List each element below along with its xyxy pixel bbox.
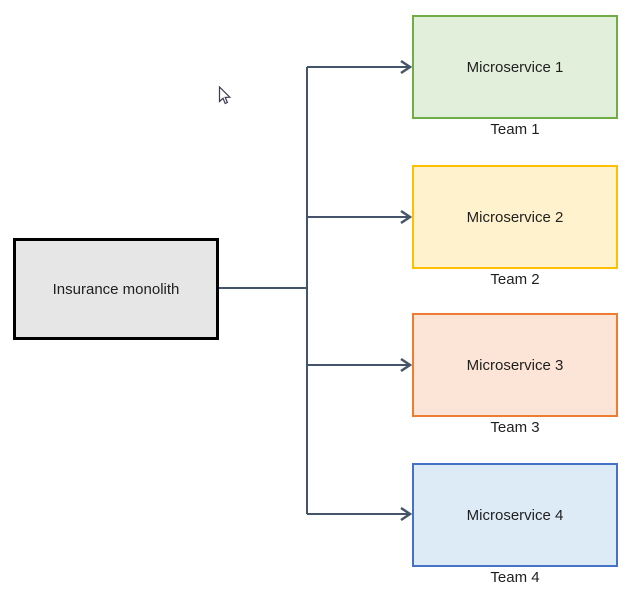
- microservice-3-label: Microservice 3: [466, 356, 564, 374]
- microservice-1-label: Microservice 1: [466, 58, 564, 76]
- microservice-3-node[interactable]: Microservice 3: [412, 313, 618, 417]
- arrowhead-icon: [400, 357, 413, 373]
- arrowhead-icon: [400, 506, 413, 522]
- team-2-label: Team 2: [490, 271, 540, 288]
- arrowhead-icon: [400, 59, 413, 75]
- connector-group: [219, 59, 413, 522]
- microservice-4-label: Microservice 4: [466, 506, 564, 524]
- microservice-2-node[interactable]: Microservice 2: [412, 165, 618, 269]
- team-1-label: Team 1: [490, 121, 540, 138]
- team-4-label: Team 4: [490, 569, 540, 586]
- monolith-label: Insurance monolith: [52, 280, 180, 298]
- arrowhead-icon: [400, 209, 413, 225]
- microservice-4-node[interactable]: Microservice 4: [412, 463, 618, 567]
- microservice-1-node[interactable]: Microservice 1: [412, 15, 618, 119]
- team-3-label: Team 3: [490, 419, 540, 436]
- monolith-node[interactable]: Insurance monolith: [13, 238, 219, 340]
- microservice-2-label: Microservice 2: [466, 208, 564, 226]
